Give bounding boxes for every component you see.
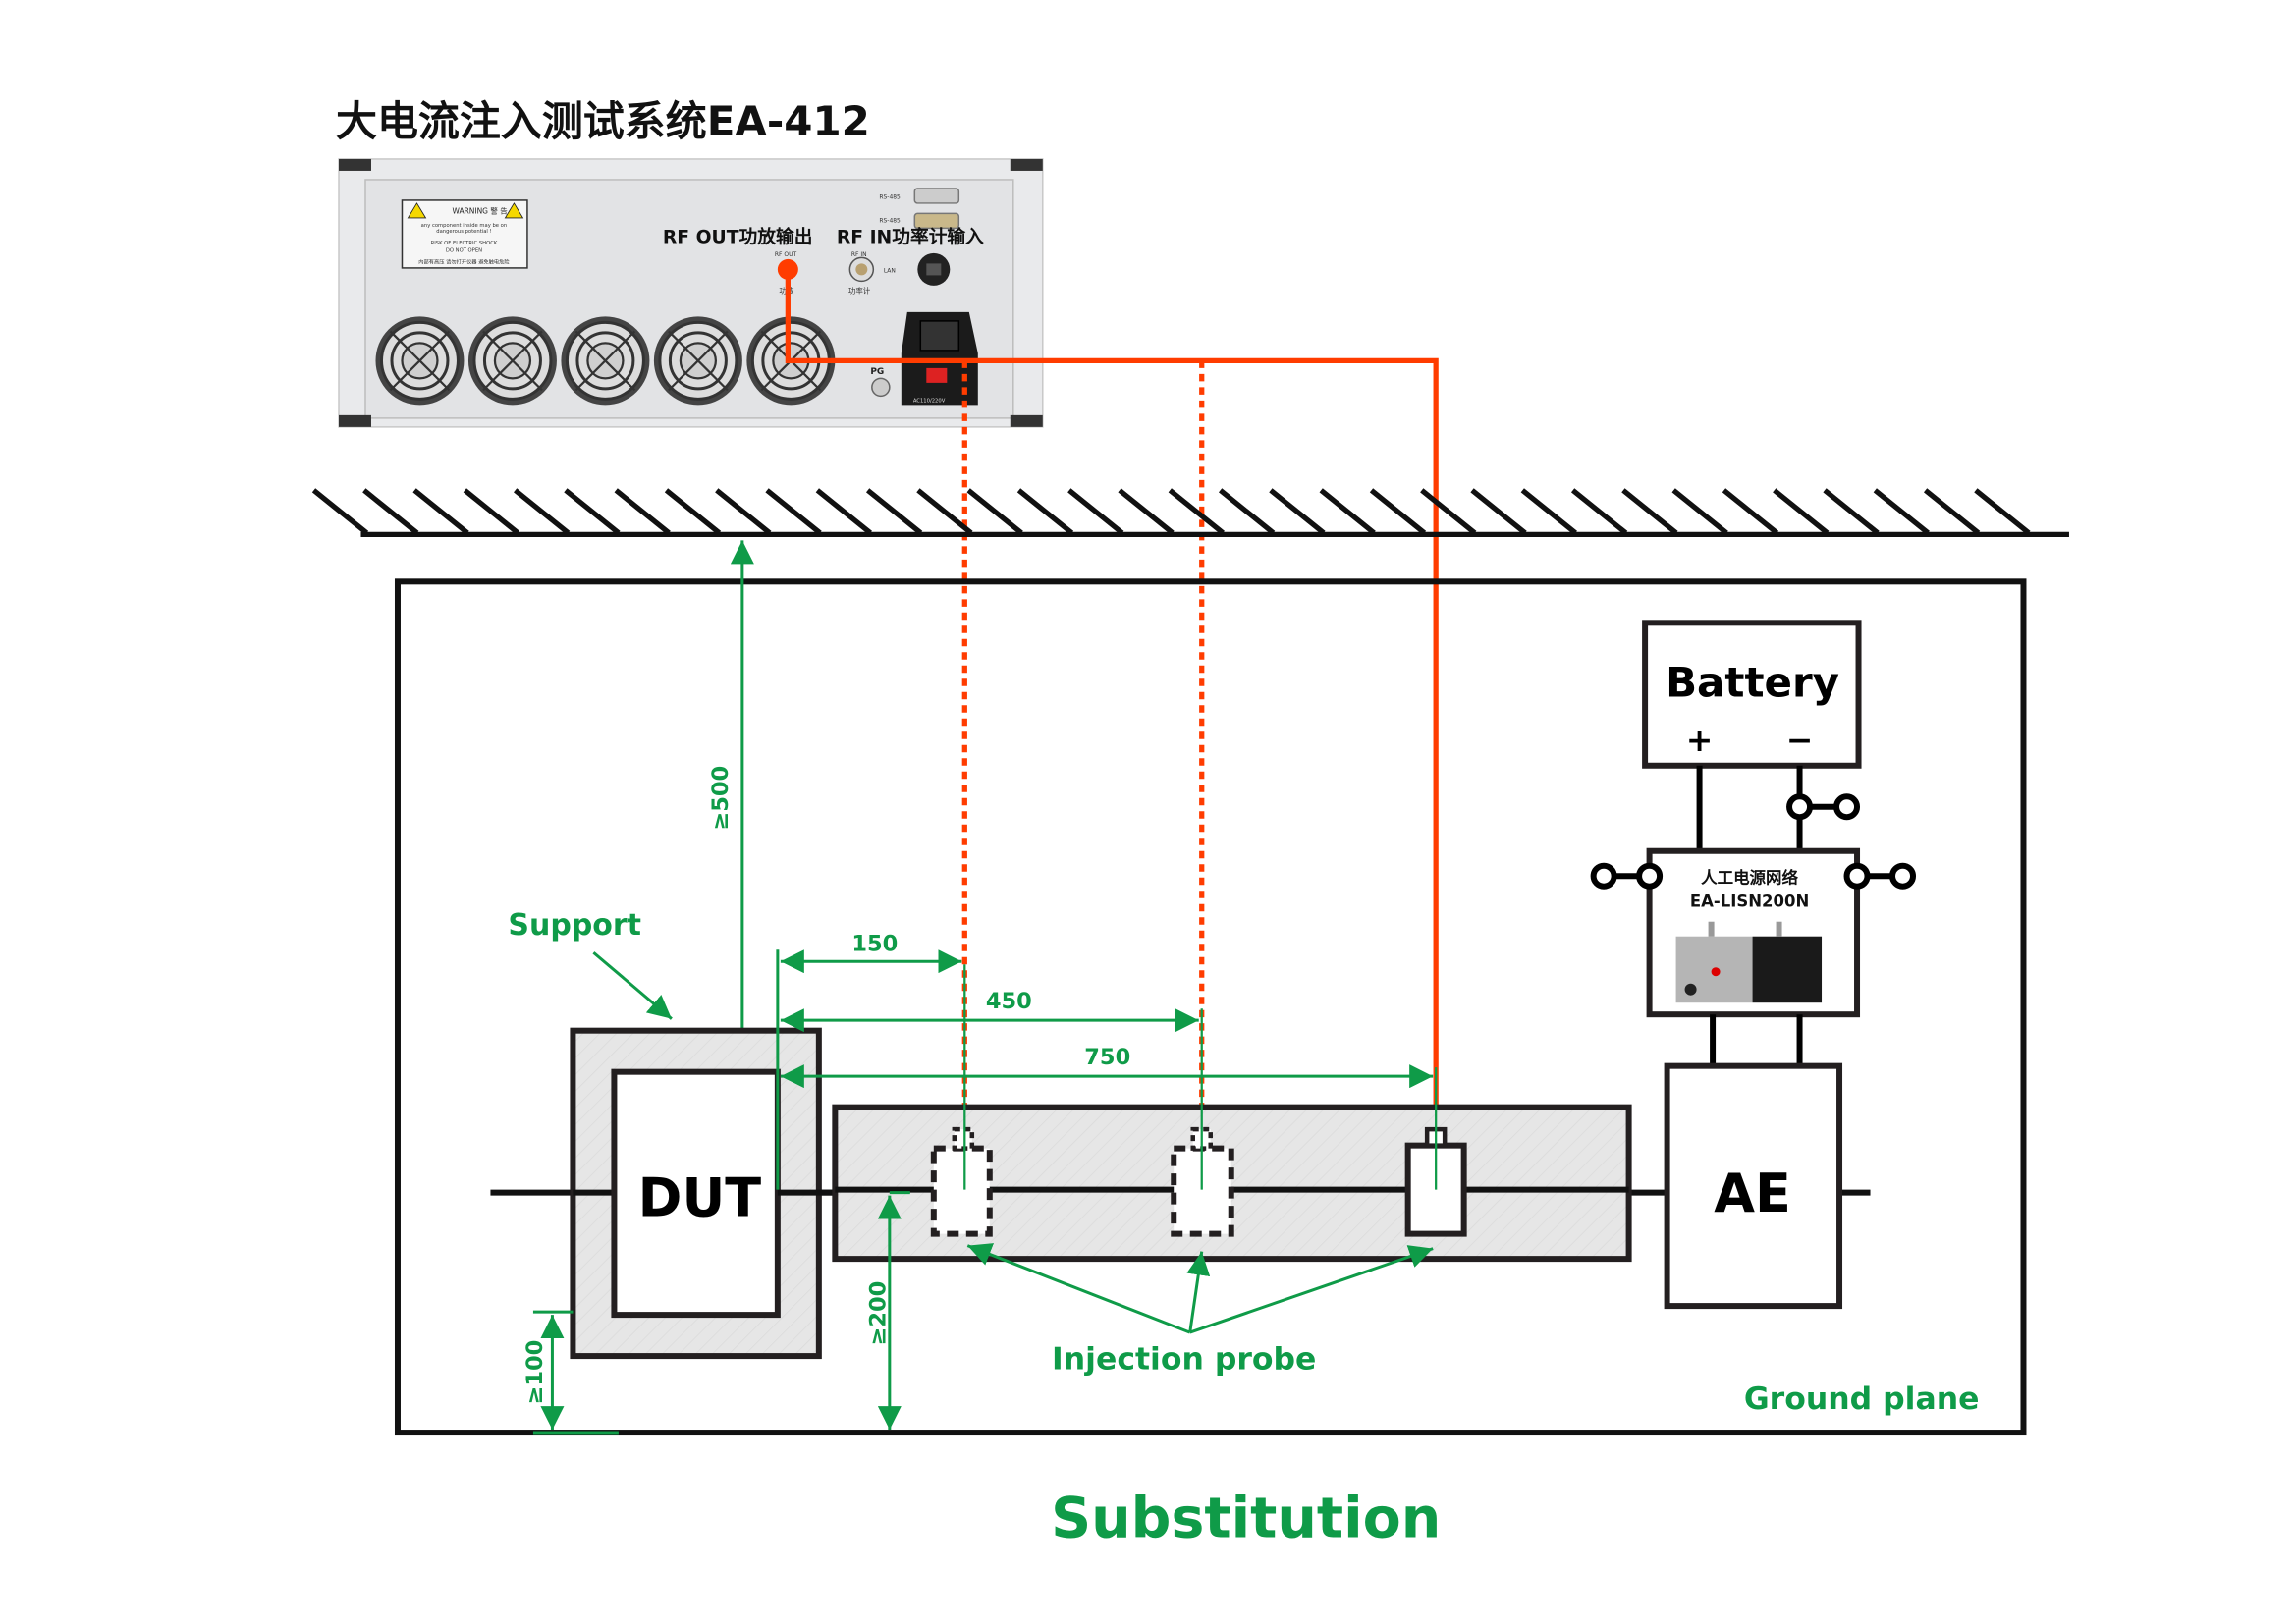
ground-hatch-stroke xyxy=(614,488,671,535)
warning-text: WARNING 警 告 xyxy=(452,205,508,215)
ground-hatch-stroke xyxy=(1873,488,1930,535)
ground-hatch-stroke xyxy=(362,488,419,535)
ground-plane xyxy=(394,578,2027,1436)
terminal-icon xyxy=(1889,862,1917,890)
caption: Substitution xyxy=(1051,1487,1441,1551)
rs485-port xyxy=(913,212,960,230)
ae-label: AE xyxy=(1714,1163,1791,1224)
dim-label-750: 750 xyxy=(1084,1045,1130,1070)
ground-hatch-stroke xyxy=(916,488,973,535)
battery-wiring xyxy=(1696,765,1861,851)
instrument-title: 大电流注入测试系统EA-412 xyxy=(336,97,870,145)
support-label: Support xyxy=(508,908,641,943)
cooling-fans xyxy=(375,314,837,406)
terminal-icon xyxy=(1786,793,1814,821)
lisn-photo xyxy=(1675,921,1823,1003)
rf-in-port-label: RF IN xyxy=(851,251,867,258)
rf-in-port-cn: 功率计 xyxy=(848,285,871,295)
ground-terminal xyxy=(871,377,891,398)
ground-hatch-stroke xyxy=(765,488,822,535)
battery-label: Battery xyxy=(1666,658,1839,706)
rf-out-port-label: RF OUT xyxy=(775,251,797,258)
ground-hatch-stroke xyxy=(1369,488,1427,535)
pg-label: PG xyxy=(870,367,884,377)
ground-hatch-stroke xyxy=(1974,488,2031,535)
warning-line: RISK OF ELECTRIC SHOCK xyxy=(431,241,498,246)
dim-label-450: 450 xyxy=(986,989,1032,1014)
lisn-name: 人工电源网络 xyxy=(1701,868,1798,888)
instrument-rear-panel: WARNING 警 告 any component inside may be … xyxy=(338,158,1044,428)
terminal-icon xyxy=(1636,862,1664,890)
ground-hatch-stroke xyxy=(1621,488,1678,535)
support-arrow xyxy=(592,951,673,1020)
ground-hatch-stroke xyxy=(966,488,1023,535)
ground-hatch-stroke xyxy=(412,488,469,535)
terminal-icon xyxy=(1833,793,1861,821)
hazard-icon xyxy=(504,202,524,219)
battery-minus: − xyxy=(1786,721,1814,759)
ground-hatch-stroke xyxy=(1420,488,1477,535)
injection-probe-label: Injection probe xyxy=(1052,1342,1316,1378)
dim-label-500: ≥500 xyxy=(708,766,734,831)
ground-hatch-stroke xyxy=(311,488,369,535)
ground-hatch-stroke xyxy=(1269,488,1326,535)
ground-hatch-stroke xyxy=(815,488,872,535)
rf-cables xyxy=(777,258,1439,1190)
ground-hatch-stroke xyxy=(1823,488,1880,535)
ground-hatch-stroke xyxy=(1722,488,1779,535)
terminal-icon xyxy=(1590,862,1617,890)
ground-plane-label: Ground plane xyxy=(1744,1381,1980,1417)
lisn-model: EA-LISN200N xyxy=(1690,893,1809,911)
ground-hatch-stroke xyxy=(1671,488,1728,535)
ground-hatch-stroke xyxy=(715,488,772,535)
ground-hatch-stroke xyxy=(463,488,519,535)
lan-label: LAN xyxy=(884,267,896,274)
warning-line: 内部有高压 请勿打开仪器 避免触电危险 xyxy=(418,257,510,265)
warning-label: WARNING 警 告 any component inside may be … xyxy=(401,199,528,269)
power-label: AC110/220V xyxy=(913,398,946,404)
ground-hatch-stroke xyxy=(1470,488,1527,535)
earth-ground-symbol xyxy=(311,488,2069,537)
ground-hatch-stroke xyxy=(1923,488,1981,535)
hazard-icon xyxy=(407,202,427,219)
rf-out-connector xyxy=(777,258,798,280)
ground-hatch-stroke xyxy=(1118,488,1175,535)
dim-label-100: ≥100 xyxy=(522,1340,548,1405)
lisn-terminals xyxy=(1590,862,1917,1066)
dim-label-150: 150 xyxy=(851,932,898,957)
ground-hatch-stroke xyxy=(1319,488,1376,535)
ground-hatch-stroke xyxy=(513,488,571,535)
rs485-label: RS-485 xyxy=(879,217,901,224)
ground-hatch-stroke xyxy=(1016,488,1074,535)
battery-box xyxy=(1642,620,1862,769)
ground-hatch-stroke xyxy=(1570,488,1628,535)
rs485-label: RS-485 xyxy=(879,193,901,200)
dim-label-200: ≥200 xyxy=(865,1281,891,1346)
power-switch xyxy=(926,367,948,383)
warning-line: DO NOT OPEN xyxy=(446,247,482,253)
dut-label: DUT xyxy=(638,1167,762,1229)
ground-hatch-stroke xyxy=(1520,488,1577,535)
fan-icon xyxy=(375,316,465,406)
injection-probe-position-1 xyxy=(930,1126,993,1237)
warning-line: dangerous potential ! xyxy=(436,229,491,235)
ground-hatch-stroke xyxy=(1067,488,1124,535)
battery-plus: + xyxy=(1686,721,1714,759)
rf-cable-active xyxy=(785,269,1439,1190)
ground-hatch-stroke xyxy=(865,488,923,535)
ae-box xyxy=(1664,1062,1843,1310)
injection-probe-arrows xyxy=(966,1243,1434,1334)
terminal-icon xyxy=(1843,862,1871,890)
ground-hatch-stroke xyxy=(1218,488,1276,535)
ground-hatch-stroke xyxy=(664,488,722,535)
rf-out-label: RF OUT功放输出 xyxy=(663,226,813,247)
ground-hatch-stroke xyxy=(1168,488,1225,535)
rs485-port xyxy=(913,188,960,204)
ground-hatch-stroke xyxy=(564,488,621,535)
ground-hatch-stroke xyxy=(1773,488,1830,535)
warning-line: any component inside may be on xyxy=(421,223,508,229)
rf-in-label: RF IN功率计输入 xyxy=(837,226,984,247)
